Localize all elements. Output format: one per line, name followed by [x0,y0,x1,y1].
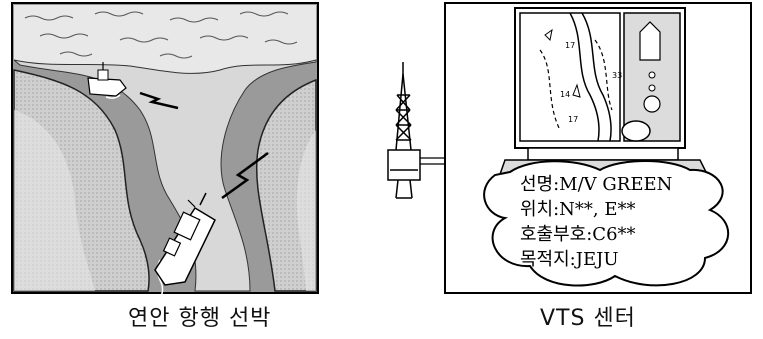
right-panel-illustration [444,2,752,294]
sea-waves [24,11,298,59]
monitor-number: 14 [560,90,570,99]
lightning-icon [221,151,269,200]
monitor-number: 17 [568,115,578,124]
info-bubble [483,160,730,287]
vessel-name-line: 선명:M/V GREEN [520,174,673,195]
lightning-icon [139,91,179,110]
ship-icon [87,62,127,97]
right-panel-caption: VTS 센터 [540,306,636,331]
left-panel-illustration [11,2,319,299]
channel [13,59,317,292]
ship-icon [154,192,216,286]
monitor-number: 33 [612,71,622,80]
mouse-icon [621,120,651,142]
vessel-callsign-line: 호출부호:C6** [520,224,636,245]
left-panel-caption: 연안 항행 선박 [128,306,272,331]
vessel-info-text: 선명:M/V GREEN 위치:N**, E** 호출부호:C6** 목적지:J… [520,172,672,272]
computer-monitor-icon [514,7,686,161]
vessel-destination-line: 목적지:JEJU [520,249,619,270]
radio-tower-icon [387,62,520,199]
monitor-chart-labels: 17 33 14 17 [560,41,622,124]
monitor-number: 17 [565,41,575,50]
vessel-position-line: 위치:N**, E** [520,199,636,220]
